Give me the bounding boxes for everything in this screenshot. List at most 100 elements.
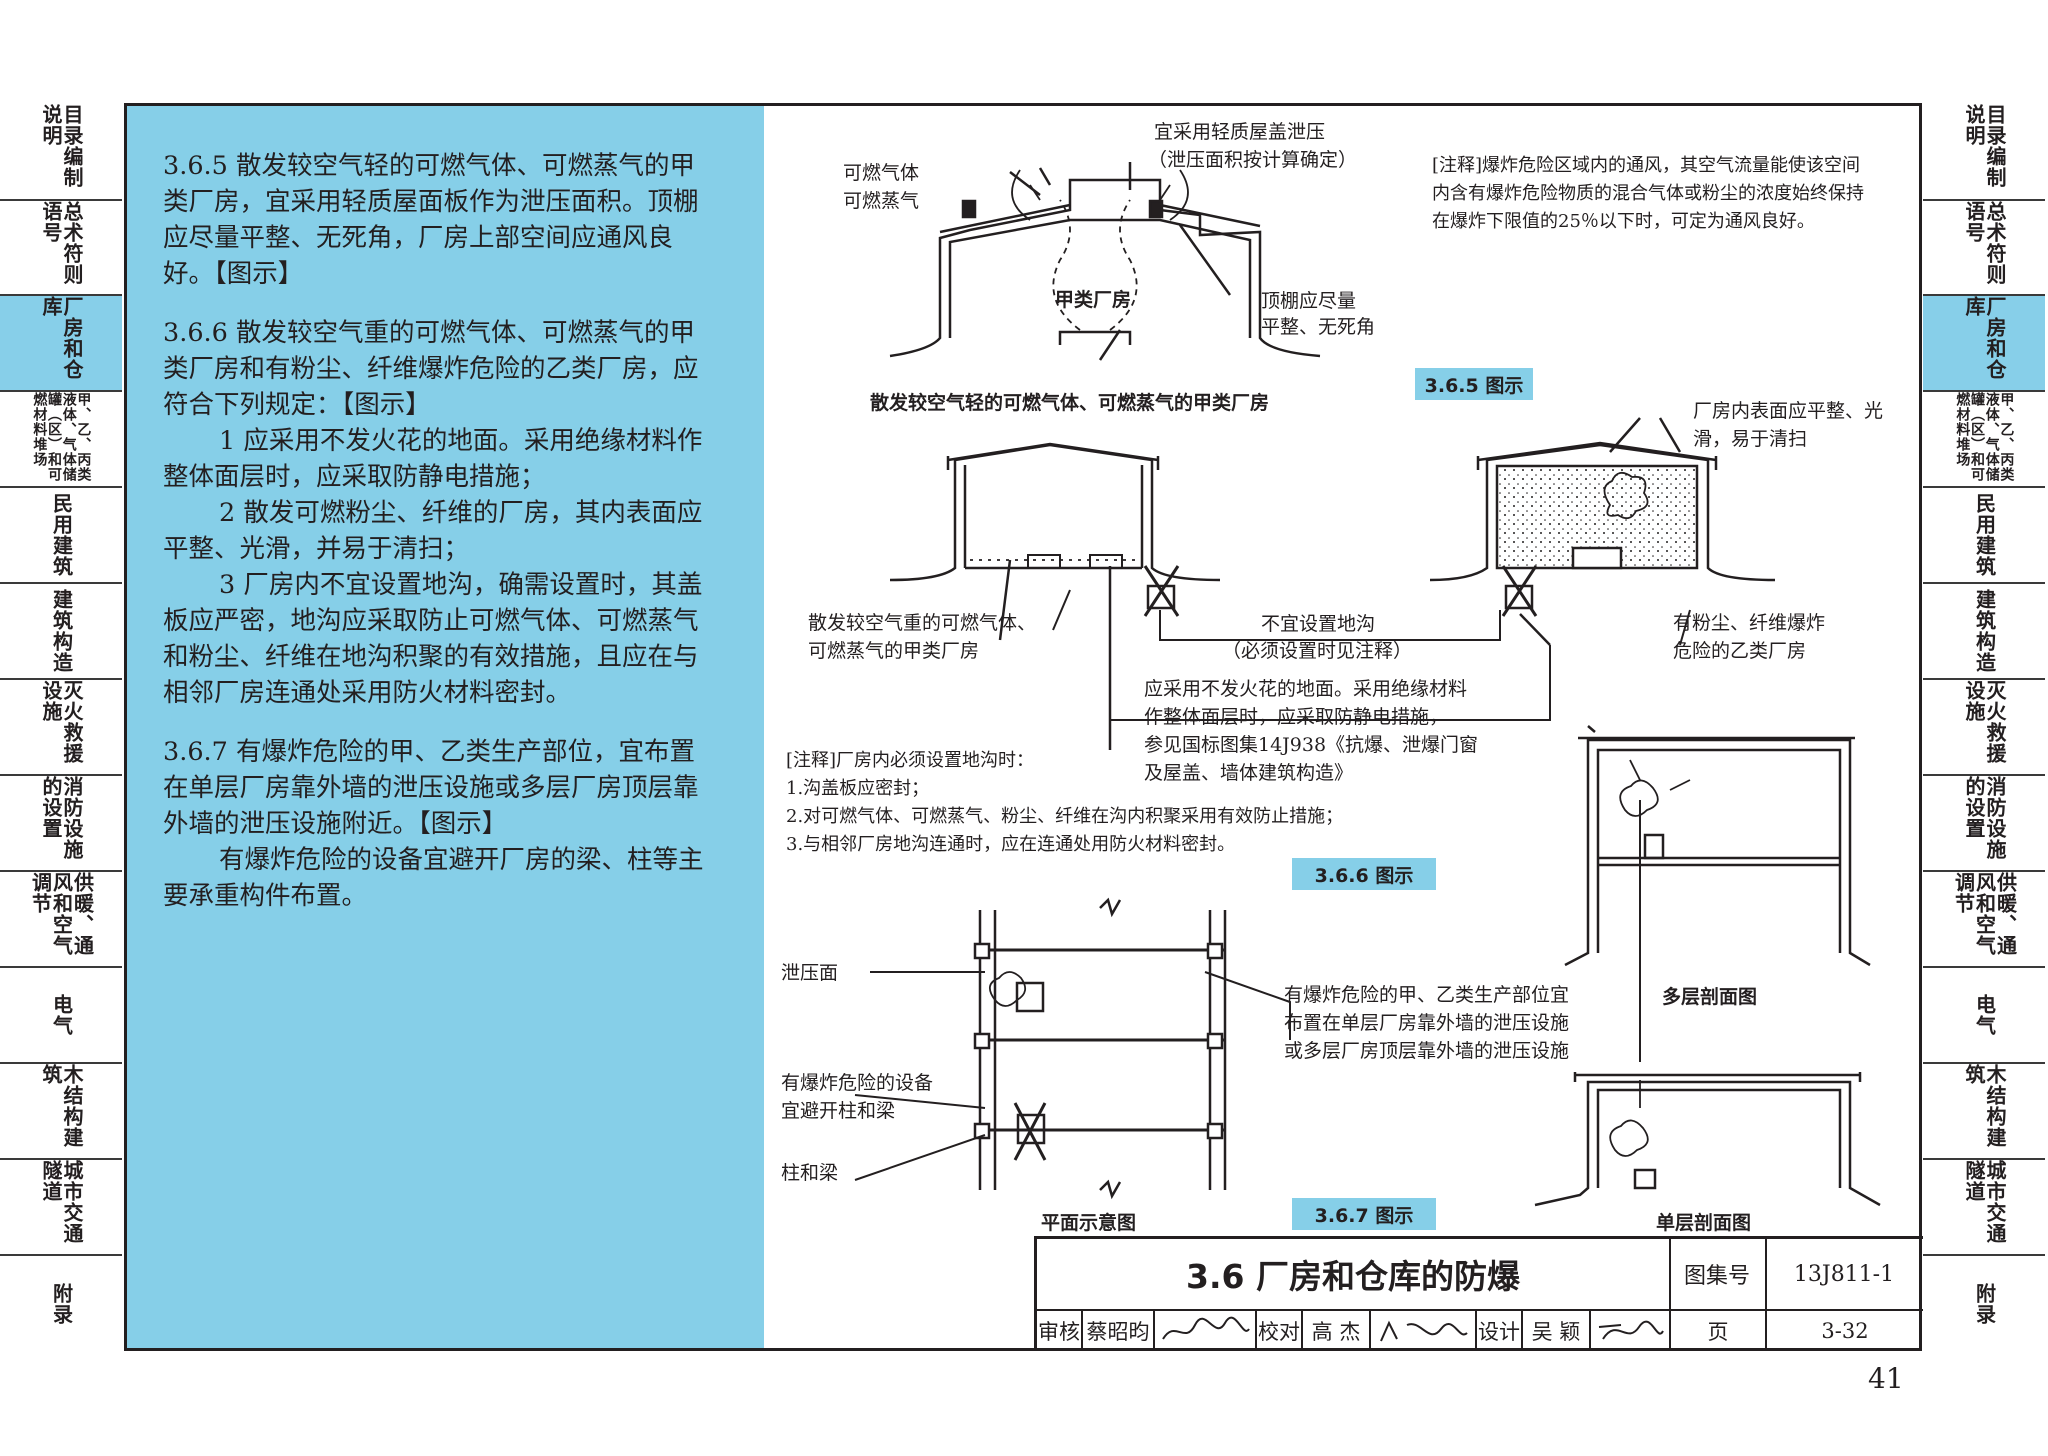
gas-label: 可燃气体: [843, 162, 920, 184]
nav-label: 总术符则语号: [39, 201, 84, 285]
nav-item-tunnel[interactable]: 城市交通隧道: [1923, 1160, 2045, 1256]
position-label-2: 布置在单层厂房靠外墙的泄压设施: [1284, 1012, 1570, 1034]
nav-label: 灭火救援设施: [1962, 680, 2007, 764]
nav-item-construction[interactable]: 建筑构造: [0, 584, 122, 680]
nav-label: 建筑构造: [49, 589, 74, 673]
equipment-label-2: 宜避开柱和梁: [781, 1100, 896, 1122]
nav-label: 甲、乙、丙类液体、气体储罐（区）和可燃材料堆场: [31, 392, 92, 482]
nav-label: 供暖、通风和空气调节: [1951, 872, 2018, 956]
ceiling-label-2: 平整、无死角: [1261, 316, 1376, 338]
floor-label-3: 参见国标图集14J938《抗爆、泄爆门窗: [1144, 734, 1479, 756]
roof-relief-label: 宜采用轻质屋盖泄压: [1154, 121, 1326, 143]
multi-section-caption: 多层剖面图: [1662, 986, 1758, 1008]
clause-3-6-5: 3.6.5 散发较空气轻的可燃气体、可燃蒸气的甲类厂房，宜采用轻质屋面板作为泄压…: [163, 148, 718, 292]
surface-label: 厂房内表面应平整、光: [1693, 400, 1884, 422]
sheet-title: 3.6 厂房和仓库的防爆: [1037, 1239, 1671, 1311]
page-frame: [124, 103, 1922, 1351]
nav-label: 城市交通隧道: [39, 1160, 84, 1244]
nav-item-tanks[interactable]: 甲、乙、丙类液体、气体储罐（区）和可燃材料堆场: [1923, 392, 2045, 488]
reviewer-name: 蔡昭昀: [1083, 1311, 1155, 1351]
fig-caption: 散发较空气轻的可燃气体、可燃蒸气的甲类厂房: [870, 392, 1270, 414]
nav-item-construction[interactable]: 建筑构造: [1923, 584, 2045, 680]
trench-note: （必须设置时见注释）: [1222, 640, 1413, 662]
clause-item-2: 2 散发可燃粉尘、纤维的厂房，其内表面应平整、光滑，并易于清扫；: [163, 498, 703, 564]
class-a-label-2: 可燃蒸气的甲类厂房: [808, 640, 980, 662]
vapor-label: 可燃蒸气: [843, 190, 920, 212]
clause-text-b: 有爆炸危险的设备宜避开厂房的梁、柱等主要承重构件布置。: [163, 845, 704, 911]
single-section-caption: 单层剖面图: [1656, 1212, 1752, 1234]
nav-item-hvac[interactable]: 供暖、通风和空气调节: [1923, 872, 2045, 968]
figure-badge: 3.6.6 图示: [1292, 858, 1436, 890]
nav-item-tunnel[interactable]: 城市交通隧道: [0, 1160, 122, 1256]
fig-3-6-5-building: [889, 162, 1321, 361]
nav-item-fire-facilities[interactable]: 消防设施的设置: [0, 776, 122, 872]
clause-item-1: 1 应采用不发火花的地面。采用绝缘材料作整体面层时，应采取防静电措施；: [163, 426, 703, 492]
checker-name: 高 杰: [1303, 1311, 1371, 1351]
nav-label: 建筑构造: [1972, 589, 1997, 673]
fig-3-6-7-plan: [854, 897, 1291, 1200]
figure-badge: 3.6.7 图示: [1292, 1198, 1436, 1230]
ceiling-label: 顶棚应尽量: [1261, 290, 1357, 312]
nav-item-contents[interactable]: 目录编制说明: [0, 104, 122, 201]
nav-item-civil[interactable]: 民用建筑: [1923, 488, 2045, 584]
ventilation-note: [注释]爆炸危险区域内的通风，其空气流量能使该空间内含有爆炸危险物质的混合气体或…: [1432, 155, 1864, 232]
fig-3-6-6-right-building: [1429, 417, 1776, 617]
clause-3-6-7: 3.6.7 有爆炸危险的甲、乙类生产部位，宜布置在单层厂房靠外墙的泄压设施或多层…: [163, 734, 718, 914]
nav-label: 附录: [1972, 1283, 1997, 1325]
nav-item-rescue[interactable]: 灭火救援设施: [0, 680, 122, 776]
nav-label: 民用建筑: [49, 493, 74, 577]
clause-item-3: 3 厂房内不宜设置地沟，确需设置时，其盖板应严密，地沟应采取防止可燃气体、可燃蒸…: [163, 570, 703, 708]
nav-label: 灭火救援设施: [39, 680, 84, 764]
surface-label-2: 滑，易于清扫: [1693, 428, 1808, 450]
nav-item-general[interactable]: 总术符则语号: [1923, 201, 2045, 296]
clause-3-6-6: 3.6.6 散发较空气重的可燃气体、可燃蒸气的甲类厂房和有粉尘、纤维爆炸危险的乙…: [163, 315, 718, 711]
fig-3-6-7-multi-section: [1564, 725, 1871, 967]
trench-label: 不宜设置地沟: [1261, 613, 1376, 635]
position-label: 有爆炸危险的甲、乙类生产部位宜: [1284, 984, 1570, 1006]
reviewer-signature: [1155, 1311, 1257, 1351]
clause-text: 3.6.5 散发较空气轻的可燃气体、可燃蒸气的甲类厂房，宜采用轻质屋面板作为泄压…: [163, 151, 699, 289]
nav-label: 电气: [49, 994, 74, 1036]
floor-label: 应采用不发火花的地面。采用绝缘材料: [1144, 678, 1468, 700]
nav-item-timber[interactable]: 木结构建筑: [1923, 1064, 2045, 1160]
checker-signature: [1371, 1311, 1477, 1351]
nav-label: 甲、乙、丙类液体、气体储罐（区）和可燃材料堆场: [1954, 392, 2015, 482]
figure-badge: 3.6.5 图示: [1415, 368, 1533, 400]
nav-label: 总术符则语号: [1962, 201, 2007, 285]
nav-item-hvac[interactable]: 供暖、通风和空气调节: [0, 872, 122, 968]
nav-item-contents[interactable]: 目录编制说明: [1923, 104, 2045, 201]
nav-label: 目录编制说明: [39, 104, 84, 188]
class-a-label: 散发较空气重的可燃气体、: [808, 612, 1037, 634]
nav-item-factory[interactable]: 厂房和仓库: [0, 296, 122, 392]
nav-item-appendix[interactable]: 附录: [0, 1256, 122, 1352]
nav-label: 电气: [1972, 994, 1997, 1036]
nav-item-factory[interactable]: 厂房和仓库: [1923, 296, 2045, 392]
plan-caption: 平面示意图: [1041, 1212, 1137, 1234]
page-label: 页: [1671, 1311, 1767, 1351]
nav-item-rescue[interactable]: 灭火救援设施: [1923, 680, 2045, 776]
clause-text: 3.6.6 散发较空气重的可燃气体、可燃蒸气的甲类厂房和有粉尘、纤维爆炸危险的乙…: [163, 318, 699, 420]
nav-item-tanks[interactable]: 甲、乙、丙类液体、气体储罐（区）和可燃材料堆场: [0, 392, 122, 488]
nav-label: 厂房和仓库: [39, 296, 84, 380]
room-label: 甲类厂房: [1055, 289, 1132, 311]
nav-label: 消防设施的设置: [1962, 776, 2007, 860]
designer-signature: [1591, 1311, 1671, 1351]
nav-item-electrical[interactable]: 电气: [0, 968, 122, 1064]
nav-item-fire-facilities[interactable]: 消防设施的设置: [1923, 776, 2045, 872]
fig-3-6-7-single-section: [1534, 800, 1881, 1207]
sheet-page: 3-32: [1821, 1319, 1869, 1343]
nav-item-appendix[interactable]: 附录: [1923, 1256, 2045, 1352]
nav-label: 木结构建筑: [1962, 1064, 2007, 1148]
nav-label: 木结构建筑: [39, 1064, 84, 1148]
trench-note-title: [注释]厂房内必须设置地沟时：: [786, 750, 1035, 771]
nav-item-general[interactable]: 总术符则语号: [0, 201, 122, 296]
design-label: 设计: [1477, 1311, 1523, 1351]
nav-item-electrical[interactable]: 电气: [1923, 968, 2045, 1064]
nav-label: 目录编制说明: [1962, 104, 2007, 188]
nav-item-timber[interactable]: 木结构建筑: [0, 1064, 122, 1160]
nav-item-civil[interactable]: 民用建筑: [0, 488, 122, 584]
atlas-label: 图集号: [1669, 1239, 1767, 1311]
class-b-label: 有粉尘、纤维爆炸: [1673, 612, 1826, 634]
nav-label: 附录: [49, 1283, 74, 1325]
